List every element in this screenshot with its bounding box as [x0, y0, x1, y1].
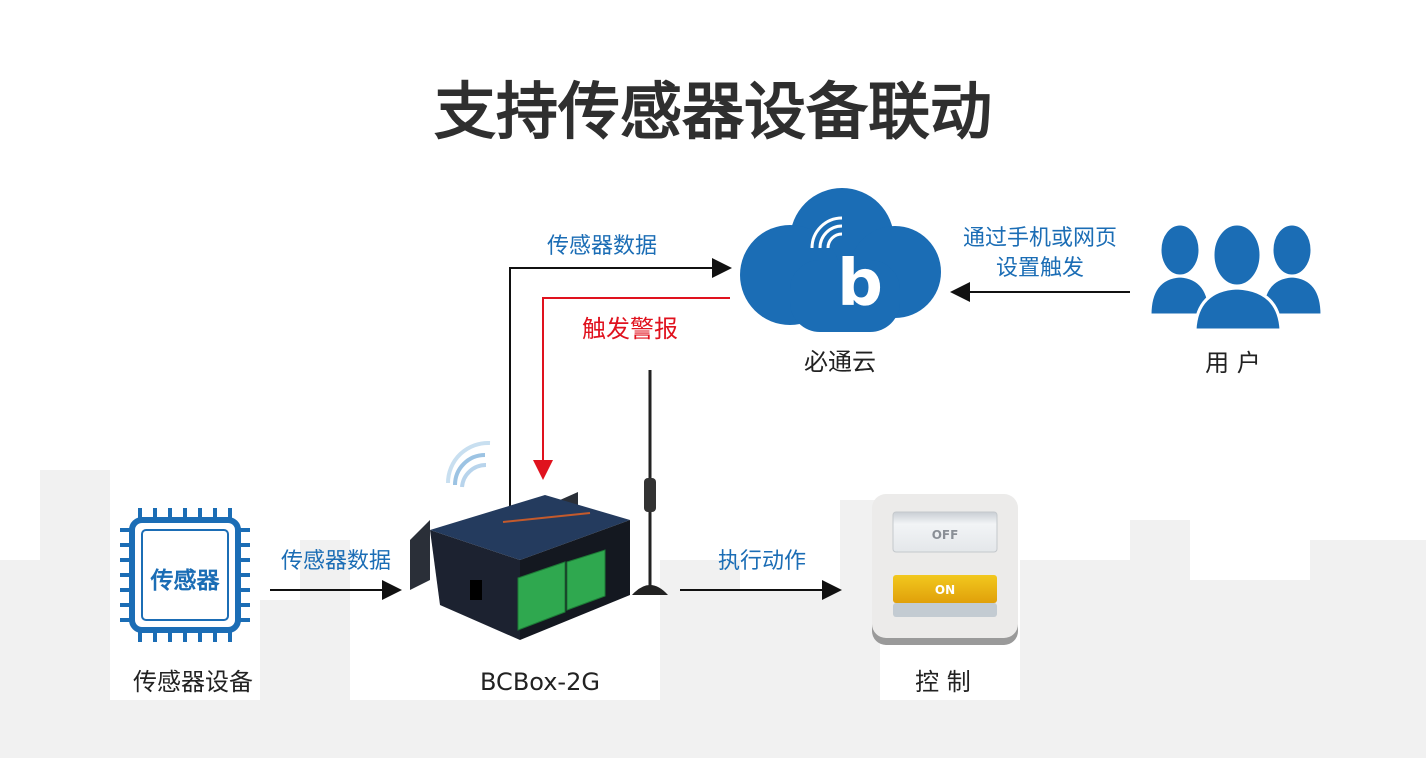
sensor-chip-label: 传感器 — [150, 567, 221, 594]
city-skyline-background — [0, 470, 1426, 758]
control-label: 控 制 — [915, 668, 971, 696]
trigger-alarm-label: 触发警报 — [582, 315, 678, 343]
cloud-wifi-icon — [810, 216, 843, 249]
on-button[interactable] — [893, 575, 997, 603]
cloud-logo-letter: b — [837, 247, 883, 321]
arrow-cloud-to-device — [533, 297, 730, 480]
wireless-signal-icon — [445, 440, 491, 488]
users-icon — [1148, 222, 1324, 332]
sensor-data-label: 传感器数据 — [281, 549, 391, 574]
user-setting-label-line2: 设置触发 — [996, 256, 1084, 281]
user-setting-label-line1: 通过手机或网页 — [963, 226, 1117, 251]
device-label: BCBox-2G — [480, 668, 600, 696]
device-to-cloud-label: 传感器数据 — [547, 234, 657, 259]
execute-action-label: 执行动作 — [718, 549, 806, 574]
users-label: 用 户 — [1205, 349, 1261, 377]
switch-panel — [872, 494, 1018, 645]
antenna-icon — [632, 370, 668, 595]
bcbox-device-image — [410, 492, 630, 640]
off-label: OFF — [932, 528, 959, 542]
sensor-chip-icon — [120, 508, 250, 642]
cloud-label: 必通云 — [804, 348, 876, 376]
arrow-device-to-cloud — [509, 258, 732, 508]
off-button[interactable] — [892, 511, 998, 553]
on-label: ON — [935, 583, 955, 597]
page-title: 支持传感器设备联动 — [434, 75, 992, 148]
sensor-device-label: 传感器设备 — [133, 668, 253, 696]
cloud-icon — [740, 188, 941, 332]
